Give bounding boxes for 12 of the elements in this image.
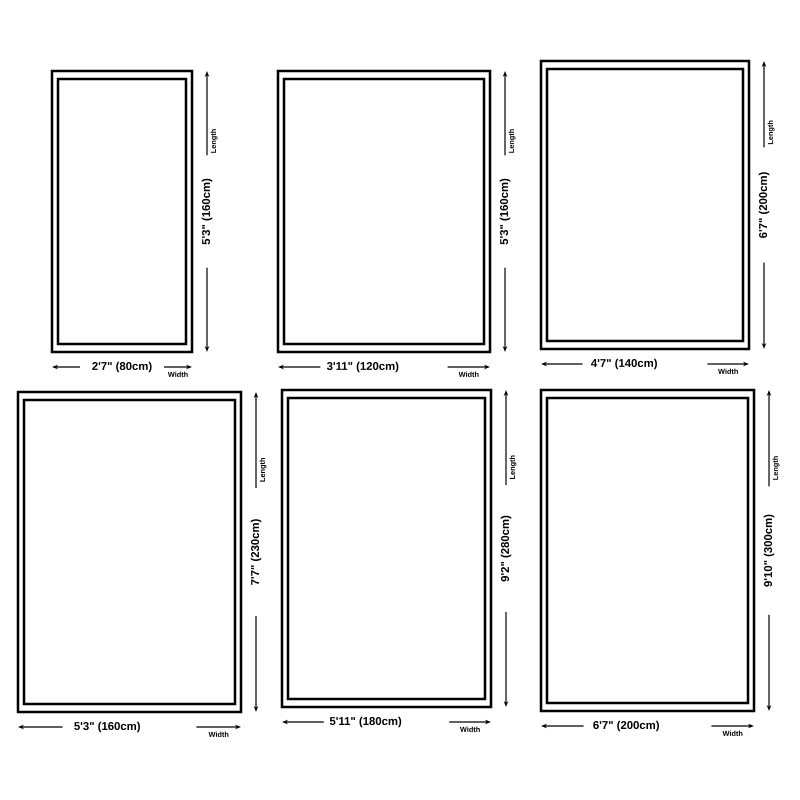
dimension-label: 6'7" (200cm) xyxy=(593,720,659,732)
dimension-label: 5'3" (160cm) xyxy=(500,178,510,244)
dimension-label: 5'11" (180cm) xyxy=(330,716,402,728)
dimension-label: 2'7" (80cm) xyxy=(92,362,152,372)
dimension-label: 3'11" (120cm) xyxy=(326,362,398,372)
dimension-label: 4'7" (140cm) xyxy=(591,358,657,370)
dimension-label: 9'2" (280cm) xyxy=(500,516,512,582)
dimension-label: 9'10" (300cm) xyxy=(764,514,774,587)
dimension-label: 5'3" (160cm) xyxy=(74,722,140,732)
dimension-label: 5'3" (160cm) xyxy=(202,178,212,244)
dimension-label: 7'7" (230cm) xyxy=(250,519,262,585)
dimension-label: 6'7" (200cm) xyxy=(758,172,770,238)
